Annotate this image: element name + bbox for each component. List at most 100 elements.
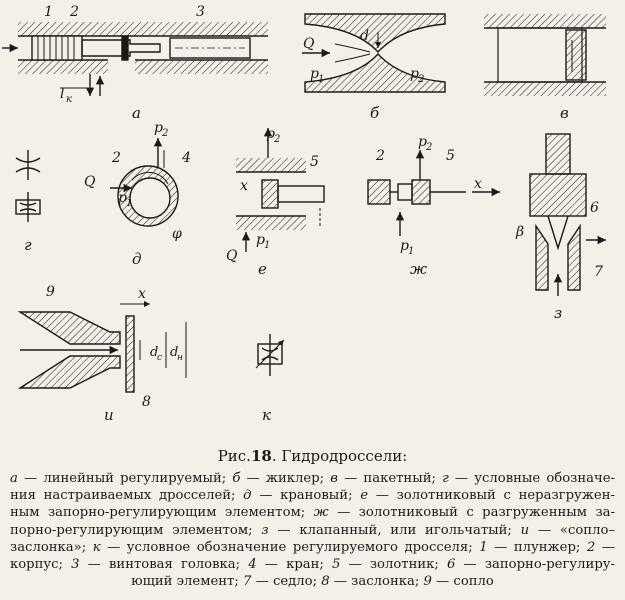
num-7: 7 bbox=[594, 264, 603, 280]
caption-number: 18 bbox=[250, 447, 272, 465]
caption-text: — плунжер; bbox=[487, 539, 587, 555]
num-2a: 2 bbox=[69, 4, 79, 20]
caption-text: — пакетный; bbox=[337, 471, 443, 486]
label-b: б bbox=[370, 104, 380, 122]
caption-text: порно-регулирующим элементом; bbox=[10, 522, 262, 538]
diagram-v bbox=[484, 14, 606, 96]
figure-caption-legend: а — линейный регулируемый; б — жиклер; в… bbox=[10, 470, 615, 590]
sym-lk: l bbox=[60, 86, 64, 102]
sym-dn: d bbox=[170, 345, 178, 360]
label-v: в bbox=[560, 104, 569, 122]
sub-p2-e: 2 bbox=[273, 134, 280, 145]
num-1: 1 bbox=[44, 4, 53, 20]
caption-key: 6 bbox=[446, 557, 456, 573]
figure-caption-title: Рис.18. Гидродроссели: bbox=[0, 447, 625, 465]
figure-drawing: а 1 2 3 l к б Q d p 1 p 2 в г bbox=[2, 4, 606, 424]
sym-Q-b: Q bbox=[303, 36, 315, 52]
sym-p1-b: p bbox=[310, 66, 319, 82]
sym-p2-zh: p bbox=[418, 134, 427, 150]
sym-p2-b: p bbox=[410, 66, 419, 82]
sym-Q-d: Q bbox=[84, 174, 96, 190]
caption-title-text: . Гидродроссели: bbox=[271, 447, 408, 465]
sym-d-b: d bbox=[360, 28, 369, 44]
caption-key: 7 bbox=[242, 574, 252, 590]
caption-text: — bbox=[595, 539, 615, 555]
caption-line: ющий элемент; 7 — седло; 8 — заслонка; 9… bbox=[10, 573, 615, 590]
caption-text: — золотник; bbox=[340, 557, 447, 573]
caption-line: ния настраиваемых дросселей; д — крановы… bbox=[10, 487, 615, 504]
caption-text: — винтовая головка; bbox=[79, 557, 249, 573]
caption-prefix: Рис. bbox=[217, 447, 251, 465]
label-a: а bbox=[132, 104, 141, 122]
caption-text: — седло; bbox=[251, 574, 322, 590]
caption-key: 3 bbox=[71, 557, 80, 573]
caption-key: а bbox=[10, 471, 18, 486]
caption-key: в bbox=[330, 471, 338, 486]
num-8: 8 bbox=[142, 394, 151, 410]
caption-text: — золотниковый с разгруженным за- bbox=[328, 505, 615, 521]
sub-p1-zh: 1 bbox=[408, 246, 414, 257]
caption-text: — кран; bbox=[256, 557, 332, 573]
caption-line: корпус; 3 — винтовая головка; 4 — кран; … bbox=[10, 556, 615, 573]
label-g: г bbox=[24, 236, 32, 254]
diagram-d bbox=[110, 138, 179, 227]
caption-line: заслонка»; к — условное обозначение регу… bbox=[10, 539, 615, 556]
diagram-e bbox=[236, 128, 325, 252]
sym-x-zh: x bbox=[474, 176, 482, 192]
sub-p2-zh: 2 bbox=[425, 142, 432, 153]
label-z: з bbox=[554, 304, 562, 322]
num-2d: 2 bbox=[111, 150, 121, 166]
caption-line: а — линейный регулируемый; б — жиклер; в… bbox=[10, 470, 615, 487]
num-4: 4 bbox=[181, 150, 191, 166]
caption-line: порно-регулирующим элементом; з — клапан… bbox=[10, 522, 615, 539]
caption-text: — «сопло– bbox=[529, 522, 615, 538]
caption-text: — условные обозначе- bbox=[448, 471, 616, 486]
label-d: д bbox=[132, 250, 142, 268]
caption-text: — сопло bbox=[431, 574, 494, 590]
caption-line: ным запорно-регулирующим элементом; ж — … bbox=[10, 504, 615, 521]
caption-text: ным запорно-регулирующим элементом; bbox=[10, 505, 314, 521]
label-k: к bbox=[262, 406, 271, 424]
diagram-zh bbox=[367, 150, 500, 236]
caption-key: 9 bbox=[423, 574, 432, 590]
caption-key: ж bbox=[313, 505, 329, 521]
sym-beta: β bbox=[515, 224, 524, 240]
num-6: 6 bbox=[590, 200, 599, 216]
sym-Q-e: Q bbox=[226, 248, 238, 264]
num-5zh: 5 bbox=[446, 148, 455, 164]
sub-p1-d: 1 bbox=[126, 198, 132, 209]
sym-p1-e: p bbox=[256, 232, 265, 248]
caption-text: — запорно-регулиру- bbox=[455, 557, 615, 573]
diagram-z bbox=[529, 133, 606, 296]
label-e: е bbox=[258, 260, 267, 278]
caption-text: — клапанный, или игольчатый; bbox=[268, 522, 521, 538]
sym-phi: φ bbox=[172, 226, 182, 242]
caption-key: 2 bbox=[586, 539, 596, 555]
diagram-k bbox=[255, 334, 285, 376]
caption-key: г bbox=[442, 471, 449, 486]
label-i: и bbox=[104, 406, 114, 424]
sub-p1-b: 1 bbox=[318, 74, 324, 85]
num-2zh: 2 bbox=[375, 148, 385, 164]
caption-key: и bbox=[520, 522, 530, 538]
num-3: 3 bbox=[196, 4, 205, 20]
label-zh: ж bbox=[410, 260, 427, 278]
diagram-i bbox=[17, 301, 187, 393]
caption-key: 8 bbox=[321, 574, 330, 590]
diagram-b bbox=[302, 13, 446, 93]
sym-dc: d bbox=[150, 345, 158, 360]
caption-text: — линейный регулируемый; bbox=[17, 471, 233, 486]
caption-text: ющий элемент; bbox=[131, 574, 243, 590]
sub-dn: н bbox=[177, 353, 183, 363]
caption-key: б bbox=[232, 471, 241, 486]
caption-text: ния настраиваемых дросселей; bbox=[10, 488, 244, 504]
sub-p2-d: 2 bbox=[161, 128, 168, 139]
caption-key: 4 bbox=[248, 557, 257, 573]
caption-key: д bbox=[243, 488, 252, 504]
caption-text: заслонка»; bbox=[10, 539, 93, 555]
caption-text: — условное обозначение регулируемого дро… bbox=[100, 539, 480, 555]
caption-text: — золотниковый с неразгружен- bbox=[368, 488, 615, 504]
throttle-diagrams-svg: а 1 2 3 l к б Q d p 1 p 2 в г bbox=[2, 4, 606, 424]
sym-p1-zh: p bbox=[400, 238, 409, 254]
caption-key: з bbox=[261, 522, 269, 538]
